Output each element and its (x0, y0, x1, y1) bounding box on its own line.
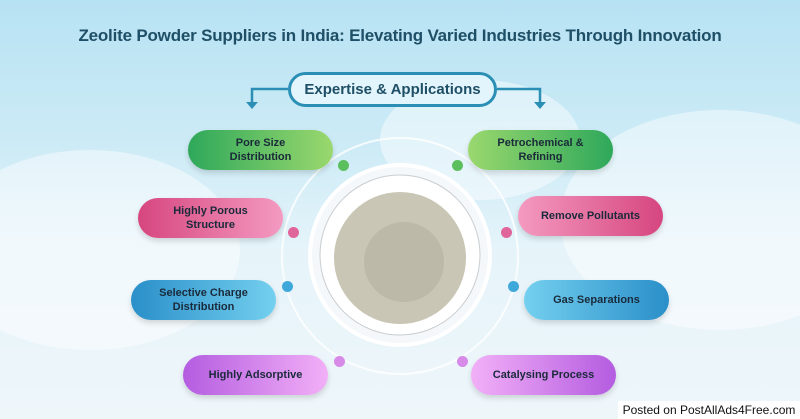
connector-dot (338, 160, 349, 171)
item-label: Catalysing Process (492, 368, 595, 381)
item-petrochemical: Petrochemical & Refining (468, 130, 613, 170)
connector-dot (334, 356, 345, 367)
item-highly-porous: Highly Porous Structure (138, 198, 283, 238)
item-selective-charge: Selective Charge Distribution (131, 280, 276, 320)
item-label: Gas Separations (553, 293, 640, 306)
page-title: Zeolite Powder Suppliers in India: Eleva… (78, 26, 722, 45)
item-catalysing-process: Catalysing Process (471, 355, 616, 395)
item-highly-adsorptive: Highly Adsorptive (183, 355, 328, 395)
connector-dot (452, 160, 463, 171)
item-label: Highly Adsorptive (208, 368, 303, 381)
item-label: Petrochemical & Refining (497, 136, 584, 163)
connector-dot (501, 227, 512, 238)
item-gas-separations: Gas Separations (524, 280, 669, 320)
connector-dot (508, 281, 519, 292)
hub-label: Expertise & Applications (288, 72, 497, 107)
connector-dot (288, 227, 299, 238)
item-label: Highly Porous Structure (173, 204, 248, 231)
item-label: Selective Charge Distribution (159, 286, 248, 313)
item-remove-pollutants: Remove Pollutants (518, 196, 663, 236)
item-label: Remove Pollutants (540, 209, 641, 222)
connector-dot (457, 356, 468, 367)
watermark-footer: Posted on PostAllAds4Free.com (618, 401, 800, 419)
item-pore-size: Pore Size Distribution (188, 130, 333, 170)
connector-dot (282, 281, 293, 292)
item-label: Pore Size Distribution (229, 136, 292, 163)
